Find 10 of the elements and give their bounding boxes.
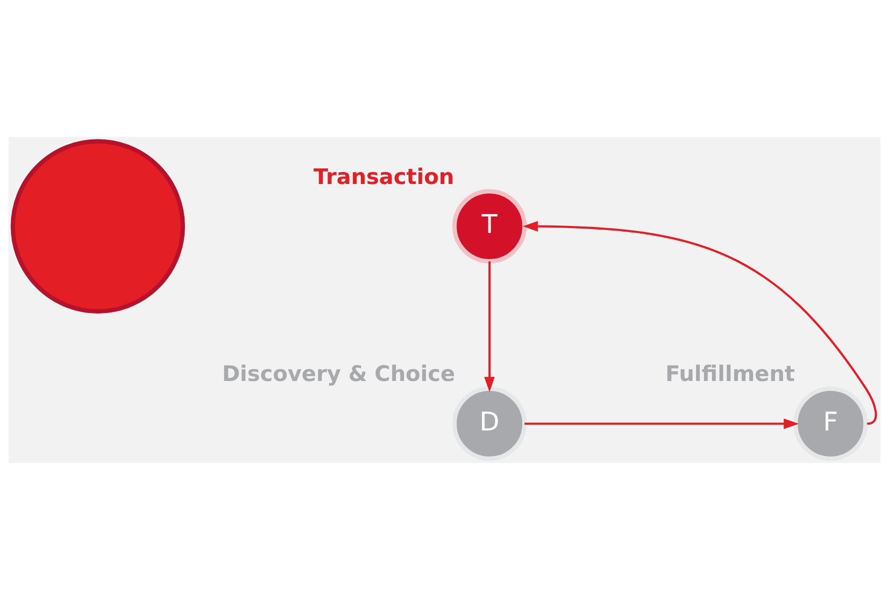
- node-circle: D: [452, 386, 527, 461]
- node-label: Transaction: [314, 164, 454, 190]
- node-label: Fulfillment: [665, 362, 795, 388]
- node-circle: [10, 139, 185, 314]
- arrow: [484, 261, 495, 392]
- node-circle: F: [793, 386, 868, 461]
- node-label: Discovery & Choice: [222, 362, 456, 388]
- arrow: [522, 221, 877, 425]
- arrow: [524, 418, 799, 430]
- node-circle: T: [452, 189, 527, 264]
